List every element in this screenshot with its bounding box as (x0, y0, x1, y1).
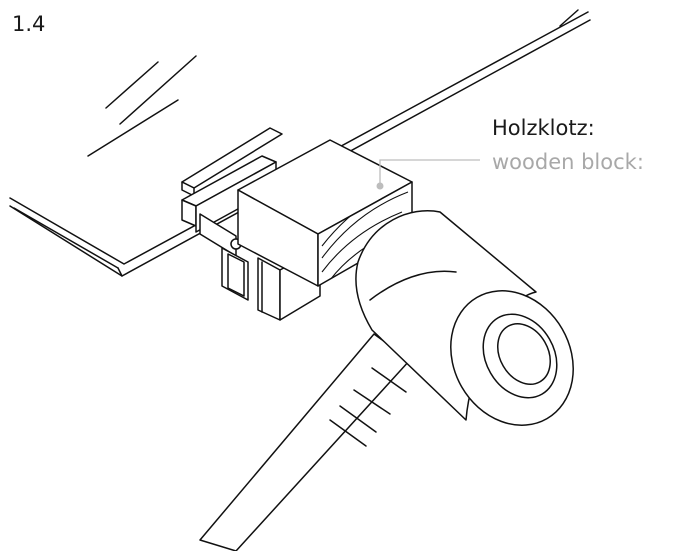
step-number: 1.4 (12, 12, 46, 36)
rubber-mallet (199, 210, 574, 551)
glass-pane (9, 9, 591, 277)
callout-leader (376, 159, 480, 190)
glass-clip (181, 127, 321, 321)
glass-reflection-lines (87, 55, 197, 157)
callout-label-german: Holzklotz: (492, 116, 595, 140)
callout-label-english: wooden block: (492, 150, 644, 174)
